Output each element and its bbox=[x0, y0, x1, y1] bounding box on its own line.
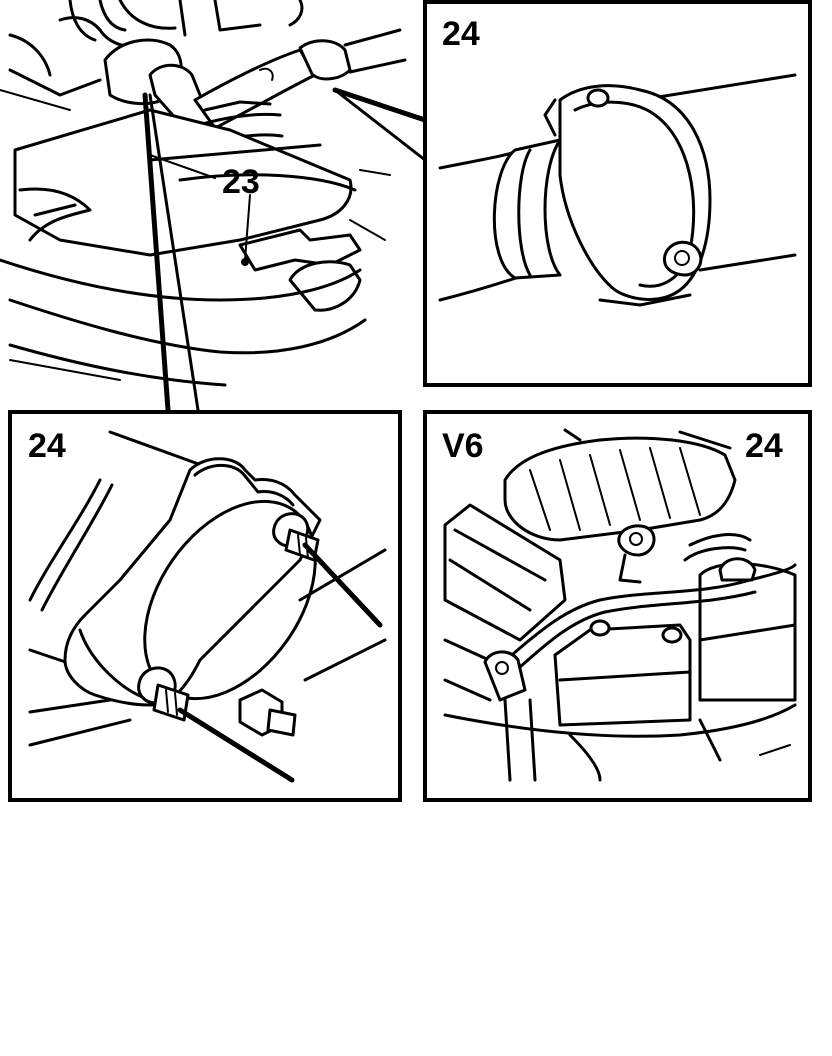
inset-bottom-right: V6 24 bbox=[423, 410, 812, 802]
inset-bottom-left-label: 24 bbox=[28, 427, 66, 465]
inset-top-right: 24 bbox=[423, 0, 812, 387]
main-engine-bay-view: 23 bbox=[0, 0, 428, 413]
inset-bottom-right-variant-label: V6 bbox=[442, 427, 484, 465]
inset-bottom-right-label: 24 bbox=[745, 427, 783, 465]
inset-top-right-label: 24 bbox=[442, 15, 480, 53]
callout-23-label: 23 bbox=[222, 163, 260, 201]
inset-bottom-left: 24 bbox=[8, 410, 402, 802]
